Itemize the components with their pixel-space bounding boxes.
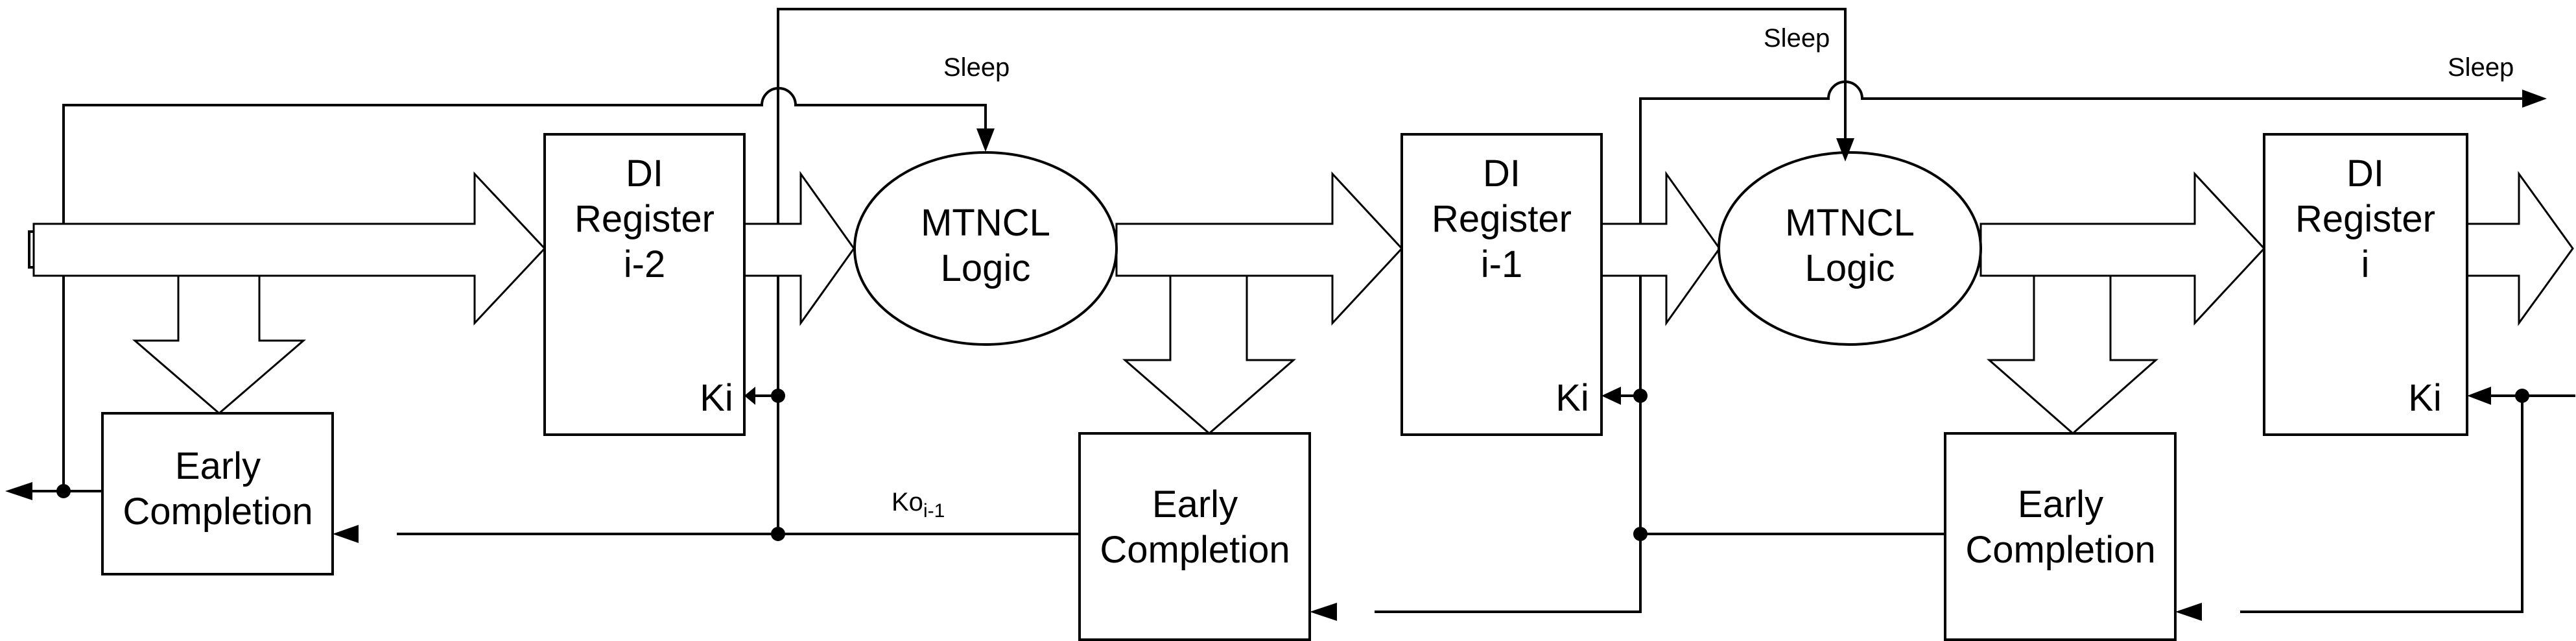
junction-dot [771,527,785,541]
junction-dot [1633,527,1648,541]
ko-i-1-arrowhead [333,525,359,543]
ki-label: Ki [700,377,733,419]
logic1-to-reg2-arrow [1115,171,1404,326]
di-register-i-1: DI Register i-1 Ki [1400,133,1603,436]
sleep-2-arrowhead [1836,138,1854,162]
logic1-branch-arrow [1122,274,1297,435]
completion-line1: Early [1152,483,1238,526]
early-completion-2: Early Completion [1078,432,1311,641]
ki-3-feedback-wire [2240,396,2523,613]
register-box [2263,133,2468,436]
early-completion-1: Early Completion [101,412,334,575]
ki-label: Ki [2408,377,2442,419]
ki-3-arrowhead [2467,387,2491,405]
logic2-branch-arrow [1987,274,2158,435]
sleep-label-1: Sleep [943,53,1010,82]
register-line2: Register [574,198,715,240]
ki-2-arrowhead [1601,387,1621,405]
sleep-label-2: Sleep [1764,24,1830,53]
logic-ellipse [853,151,1118,346]
mtncl-logic-2: MTNCL Logic [1718,151,1982,346]
completion-line2: Completion [1965,529,2155,571]
register-line3: i-1 [1481,243,1522,285]
ko-base: Ko [892,488,923,516]
output-bus-arrow [2466,171,2574,326]
signal-labels: Sleep Sleep Sleep Koi-1 [892,24,2514,522]
ko-subscript: i-1 [923,500,945,522]
completion-line2: Completion [123,490,313,533]
logic-ellipse [1718,151,1982,346]
register-line1: DI [626,152,663,195]
mtncl-logic-1: MTNCL Logic [853,151,1118,346]
junction-dot [1633,389,1648,403]
ki-label: Ki [1555,377,1589,419]
logic-line1: MTNCL [1785,202,1915,244]
completion-box [1078,432,1311,641]
logic-line2: Logic [941,247,1031,289]
arrowheads [5,90,2547,621]
ki-3-feedback-arrowhead [2175,603,2202,621]
di-register-i-2: DI Register i-2 Ki [543,133,746,436]
ko-i-down-wire [1375,534,1642,613]
junctions [56,389,2529,541]
completion-line1: Early [2018,483,2103,526]
reg2-to-logic2-arrow [1600,171,1721,326]
sleep-1-arrowhead [976,128,995,152]
completion-line1: Early [175,445,261,487]
register-line2: Register [2295,198,2435,240]
ko-i-1-label: Koi-1 [892,488,945,522]
logic2-to-reg3-arrow [1979,171,2266,326]
register-line1: DI [2346,152,2384,195]
ki-1-arrowhead [744,387,755,405]
input-branch-arrow [132,274,307,415]
register-line2: Register [1432,198,1572,240]
sleep-label-3: Sleep [2448,53,2514,82]
completion-box [101,412,334,575]
register-box [543,133,746,436]
register-line3: i [2361,243,2370,285]
junction-dot [2515,389,2529,403]
input-bus-arrow [32,171,547,326]
reg1-to-logic1-arrow [743,171,855,326]
completion-line2: Completion [1100,529,1290,571]
register-line3: i-2 [624,243,665,285]
register-box [1400,133,1603,436]
sleep-3-wire [1639,80,2522,534]
register-line1: DI [1483,152,1520,195]
ko-out-arrowhead [5,482,32,500]
logic-line2: Logic [1805,247,1895,289]
sleep-3-arrowhead [2522,90,2547,108]
completion-box [1944,432,2177,641]
data-buses [32,171,2574,435]
ko-i-arrowhead [1310,603,1337,621]
junction-dot [771,389,785,403]
early-completion-3: Early Completion [1944,432,2177,641]
di-register-i: DI Register i Ki [2263,133,2468,436]
logic-line1: MTNCL [921,202,1050,244]
junction-dot [56,484,71,498]
